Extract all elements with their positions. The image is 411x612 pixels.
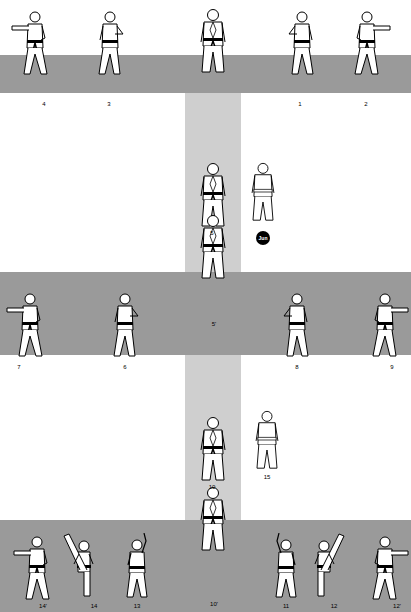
step-number: 7 (17, 364, 20, 370)
step-number: 4 (42, 101, 45, 107)
step-number: 10 (209, 484, 216, 490)
step-number: 10' (210, 601, 218, 607)
step-number: 6 (123, 364, 126, 370)
step-number: 15 (264, 474, 271, 480)
step-number: 2 (364, 101, 367, 107)
marker-text: Jun (259, 236, 268, 241)
step-number: 3 (107, 101, 110, 107)
step-number: 14 (91, 603, 98, 609)
step-number: 12 (331, 603, 338, 609)
step-number: 5' (212, 321, 216, 327)
step-number: 1 (298, 101, 301, 107)
step-number: 5 (210, 230, 213, 236)
step-number: 8 (295, 364, 298, 370)
floor-band (0, 272, 411, 355)
step-number: 11 (283, 603, 289, 609)
step-number: 9 (390, 364, 393, 370)
step-number: 12' (393, 603, 401, 609)
marker-dot (256, 231, 270, 245)
step-number: 13 (134, 603, 141, 609)
step-number: 14' (39, 603, 47, 609)
